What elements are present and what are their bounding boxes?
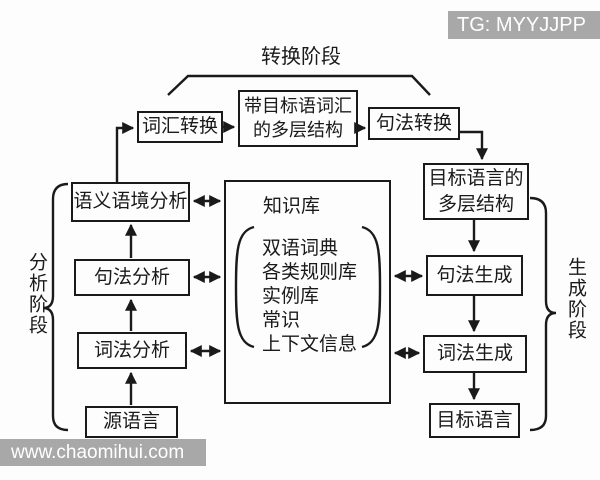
transfer-stage-bracket [167, 74, 431, 96]
kb-item-common-sense: 常识 [262, 310, 301, 331]
node-syntactic-generation: 句法生成 [426, 255, 523, 296]
node-source-language: 源语言 [85, 406, 178, 438]
node-target-multilayer: 目标语言的 多层结构 [423, 163, 529, 220]
kb-item-rule-bases: 各类规则库 [262, 262, 358, 283]
knowledge-base-title: 知识库 [263, 196, 321, 217]
generation-stage-label: 生成阶段 [565, 257, 586, 341]
node-syntactic-transfer: 句法转换 [368, 107, 460, 140]
node-src-multilayer-line2: 的多层结构 [253, 119, 343, 140]
tg-badge: TG: MYYJJPP [448, 11, 600, 39]
analysis-stage-brace [42, 182, 69, 432]
node-knowledge-base [224, 180, 391, 404]
node-src-multilayer-line1: 带目标语词汇 [244, 95, 352, 116]
node-target-multilayer-line1: 目标语言的 [428, 168, 524, 190]
watermark-text: www.chaomihui.com [11, 441, 185, 463]
arrow-semantic-analysis-to-lexical-transfer [115, 122, 135, 182]
node-syntactic-analysis: 句法分析 [74, 259, 190, 296]
node-target-language: 目标语言 [429, 403, 520, 438]
node-src-multilayer: 带目标语词汇 的多层结构 [238, 90, 358, 147]
node-lexical-transfer: 词汇转换 [137, 111, 223, 143]
transfer-stage-label: 转换阶段 [261, 46, 341, 68]
kb-paren-right [361, 225, 382, 349]
knowledge-base-list: 双语词典 各类规则库 实例库 常识 上下文信息 [262, 237, 357, 357]
generation-stage-brace [529, 196, 557, 432]
node-semantic-context-analysis: 语义语境分析 [71, 182, 190, 222]
node-target-multilayer-line2: 多层结构 [437, 193, 514, 215]
kb-item-instance-base: 实例库 [262, 286, 320, 307]
kb-paren-left [234, 225, 255, 349]
arrow-syntactic-transfer-to-target-multilayer [460, 130, 488, 161]
kb-item-bilingual-dictionary: 双语词典 [262, 238, 339, 259]
node-lexical-analysis: 词法分析 [77, 332, 187, 369]
analysis-stage-label: 分析阶段 [26, 252, 47, 336]
tg-badge-text: TG: MYYJJPP [457, 13, 586, 36]
node-lexical-generation: 词法生成 [423, 335, 527, 373]
watermark-bar: www.chaomihui.com [0, 439, 206, 466]
kb-item-context-info: 上下文信息 [262, 334, 358, 355]
